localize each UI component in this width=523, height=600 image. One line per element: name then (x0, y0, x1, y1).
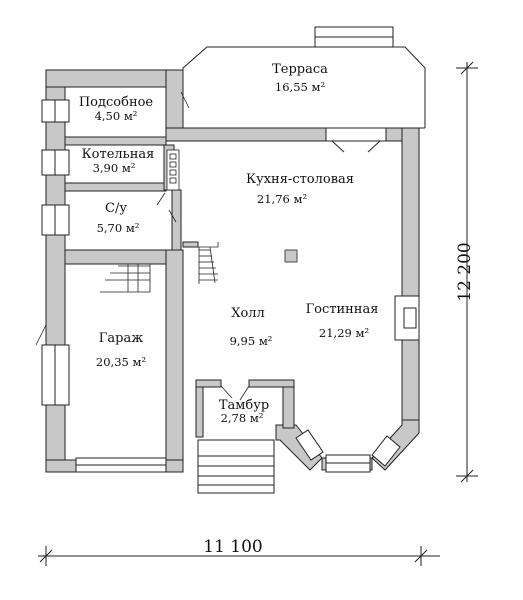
kitchen-name: Кухня-столовая (246, 172, 354, 187)
boiler-area: 3,90 м² (93, 161, 136, 175)
garage-area: 20,35 м² (96, 355, 146, 369)
utility-name: Подсобное (79, 95, 154, 110)
boiler-radiator (166, 149, 180, 191)
stairs-garage (100, 264, 151, 293)
living-area: 21,29 м² (319, 326, 369, 340)
garage-name: Гараж (99, 331, 143, 346)
chimney (284, 249, 298, 263)
wc-area: 5,70 м² (97, 221, 140, 235)
vestibule-name: Тамбур (219, 398, 269, 413)
entrance-porch (197, 439, 275, 494)
wc-name: С/у (105, 201, 127, 216)
windows (41, 99, 401, 473)
terrace-door (325, 127, 387, 153)
dimension-lines (38, 61, 478, 566)
stairs-hall (198, 242, 219, 284)
living-name: Гостинная (306, 302, 379, 317)
terrace-outline (182, 26, 426, 129)
utility-area: 4,50 м² (95, 109, 138, 123)
terrace-area: 16,55 м² (275, 80, 325, 94)
hall-area: 9,95 м² (230, 334, 273, 348)
height-dimension: 12 200 (455, 242, 475, 301)
fireplace (394, 295, 420, 341)
door-swings (35, 91, 250, 401)
width-dimension: 11 100 (203, 537, 262, 557)
boiler-name: Котельная (82, 147, 155, 162)
hall-name: Холл (231, 306, 265, 321)
vestibule-area: 2,78 м² (221, 411, 264, 425)
terrace-name: Терраса (272, 62, 328, 77)
kitchen-area: 21,76 м² (257, 192, 307, 206)
